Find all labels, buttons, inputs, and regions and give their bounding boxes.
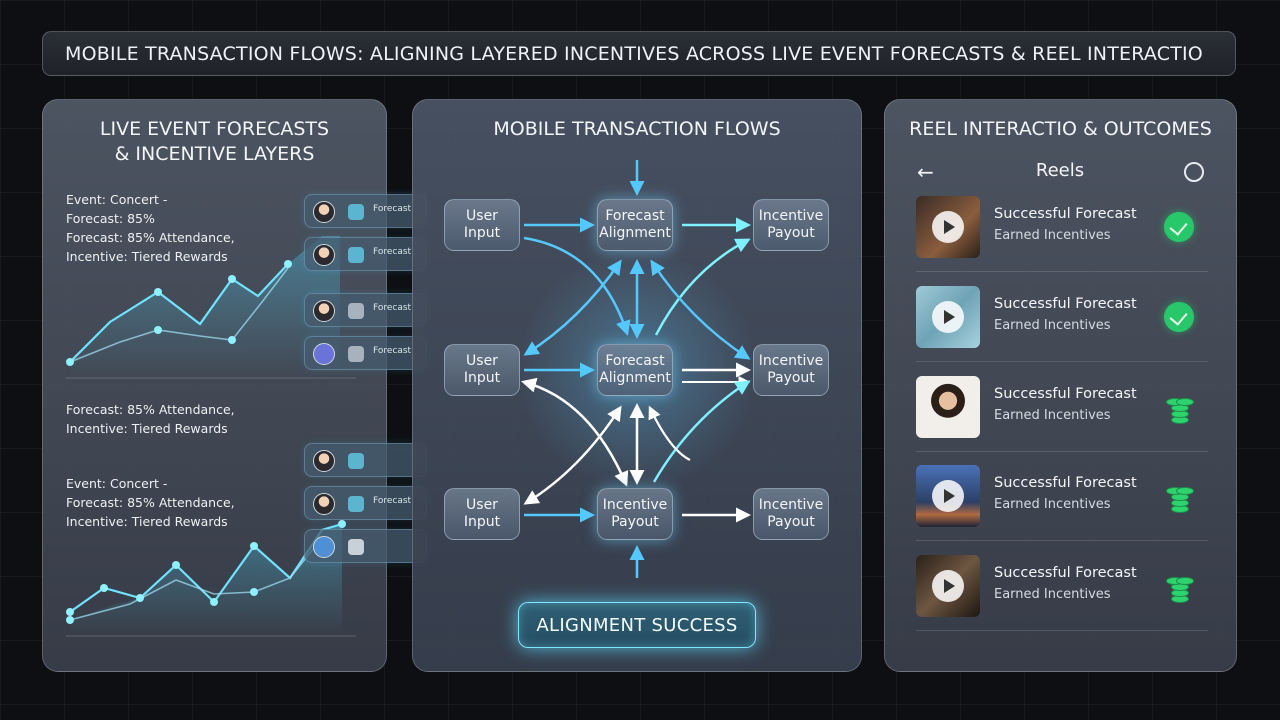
- reel-item[interactable]: Successful Forecast Earned Incentives: [916, 196, 1208, 272]
- reel-thumbnail: [916, 196, 980, 258]
- incentive-chip[interactable]: Forecast: [304, 336, 427, 370]
- check-icon: [1164, 212, 1194, 242]
- avatar: [313, 244, 335, 266]
- badge-icon: [313, 343, 335, 365]
- bottom-chart-line-2: [69, 537, 323, 621]
- event-forecast-text-3: Event: Concert - Forecast: 85% Attendanc…: [66, 476, 235, 529]
- chart-icon: [348, 204, 364, 220]
- event-forecast-text-1: Event: Concert - Forecast: 85% Forecast:…: [66, 192, 235, 264]
- top-chart-area: [70, 236, 340, 376]
- reel-thumbnail: [916, 376, 980, 438]
- event-forecast-text-2: Forecast: 85% Attendance, Incentive: Tie…: [66, 402, 235, 436]
- incentive-chip[interactable]: [304, 529, 427, 563]
- play-icon[interactable]: [932, 211, 964, 243]
- alignment-success-badge: ALIGNMENT SUCCESS: [518, 602, 756, 648]
- gear-icon: [348, 346, 364, 362]
- incentive-chip[interactable]: Forecast: [304, 237, 427, 271]
- transaction-flows-title: MOBILE TRANSACTION FLOWS: [493, 118, 781, 140]
- gift-icon: [348, 453, 364, 469]
- back-arrow-icon[interactable]: ←: [917, 160, 934, 184]
- coins-icon: [1164, 571, 1194, 603]
- reel-item[interactable]: Successful Forecast Earned Incentives: [916, 376, 1208, 452]
- gear-icon: [348, 303, 364, 319]
- reel-item[interactable]: Successful Forecast Earned Incentives: [916, 555, 1208, 631]
- avatar: [313, 450, 335, 472]
- top-chart-points: [66, 260, 292, 366]
- bottom-chart-points: [66, 520, 346, 624]
- heart-icon: [348, 539, 364, 555]
- reel-thumbnail: [916, 555, 980, 617]
- shield-icon: [348, 247, 364, 263]
- top-chart-line-1: [69, 263, 289, 363]
- avatar: [313, 300, 335, 322]
- forecasts-panel-title: LIVE EVENT FORECASTS & INCENTIVE LAYERS: [99, 118, 330, 165]
- coins-icon: [1164, 481, 1194, 513]
- page-title: MOBILE TRANSACTION FLOWS: ALIGNING LAYER…: [42, 31, 1236, 76]
- avatar: [313, 493, 335, 515]
- incentive-chip[interactable]: Forecast: [304, 293, 427, 327]
- reels-panel-title: REEL INTERACTIO & OUTCOMES: [909, 118, 1212, 140]
- gift-icon: [348, 496, 364, 512]
- coins-icon: [1164, 392, 1194, 424]
- check-icon: [1164, 302, 1194, 332]
- reel-thumbnail: [916, 465, 980, 527]
- play-icon[interactable]: [932, 301, 964, 333]
- badge-icon: [313, 536, 335, 558]
- reels-header: Reels: [1035, 160, 1085, 181]
- incentive-chip[interactable]: [304, 443, 427, 477]
- reel-item[interactable]: Successful Forecast Earned Incentives: [916, 465, 1208, 541]
- avatar: [313, 201, 335, 223]
- reel-thumbnail: [916, 286, 980, 348]
- incentive-chip[interactable]: Forecast: [304, 486, 427, 520]
- bottom-chart-area: [70, 524, 342, 634]
- incentive-chip[interactable]: Forecast: [304, 194, 427, 228]
- circle-icon[interactable]: [1184, 162, 1204, 182]
- top-chart-line-2: [69, 267, 289, 363]
- play-icon[interactable]: [932, 570, 964, 602]
- play-icon[interactable]: [932, 480, 964, 512]
- reel-item[interactable]: Successful Forecast Earned Incentives: [916, 286, 1208, 362]
